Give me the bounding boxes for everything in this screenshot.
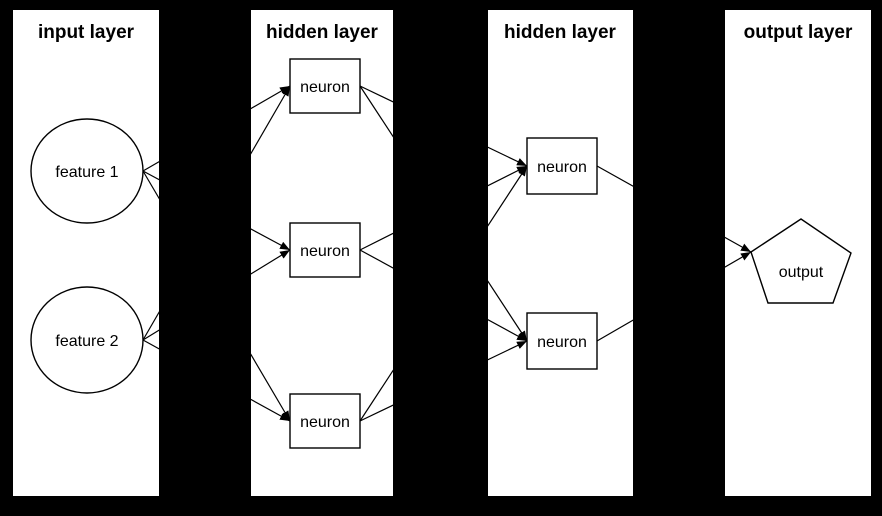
hidden1-neuron-3-label: neuron bbox=[300, 414, 350, 431]
feature-1-label: feature 1 bbox=[55, 164, 118, 181]
hidden2-neuron-1-node bbox=[526, 137, 598, 195]
hidden1-neuron-2-node bbox=[289, 222, 361, 278]
hidden2-neuron-1-label: neuron bbox=[537, 159, 587, 176]
input-layer-title: input layer bbox=[38, 22, 135, 43]
output-label: output bbox=[779, 264, 824, 281]
hidden1-neuron-2-label: neuron bbox=[300, 243, 350, 260]
hidden1-neuron-3-node bbox=[289, 393, 361, 449]
output-node bbox=[750, 218, 852, 304]
edge-h1n2-to-h2n2 bbox=[359, 249, 528, 342]
edge-h1n3-to-h2n2 bbox=[359, 340, 528, 422]
edge-feature2-to-h1n3 bbox=[142, 339, 291, 422]
feature-2-label: feature 2 bbox=[55, 333, 118, 350]
hidden-layer-1-title: hidden layer bbox=[266, 22, 379, 43]
hidden2-neuron-2-node bbox=[526, 312, 598, 370]
connection-lines bbox=[142, 85, 752, 422]
hidden-layer-2-title: hidden layer bbox=[504, 22, 617, 43]
edge-h2n2-to-out bbox=[596, 251, 752, 342]
input-layer-panel bbox=[13, 10, 159, 496]
edge-feature1-to-h1n1 bbox=[142, 85, 291, 172]
edge-h1n1-to-h2n2 bbox=[359, 85, 528, 342]
hidden2-neuron-2-label: neuron bbox=[537, 334, 587, 351]
hidden1-neuron-1-node bbox=[289, 58, 361, 114]
output-layer-title: output layer bbox=[744, 22, 853, 43]
edge-h1n2-to-h2n1 bbox=[359, 165, 528, 251]
edge-feature1-to-h1n2 bbox=[142, 170, 291, 251]
edge-h2n1-to-out bbox=[596, 165, 752, 253]
feature-1-node bbox=[30, 118, 144, 224]
edge-h1n3-to-h2n1 bbox=[359, 165, 528, 422]
feature-2-node bbox=[30, 286, 144, 394]
hidden-layer-2-panel bbox=[488, 10, 633, 496]
edge-feature2-to-h1n2 bbox=[142, 249, 291, 341]
edge-h1n1-to-h2n1 bbox=[359, 85, 528, 167]
hidden1-neuron-1-label: neuron bbox=[300, 79, 350, 96]
edge-feature2-to-h1n1 bbox=[142, 85, 291, 341]
edge-feature1-to-h1n3 bbox=[142, 170, 291, 422]
